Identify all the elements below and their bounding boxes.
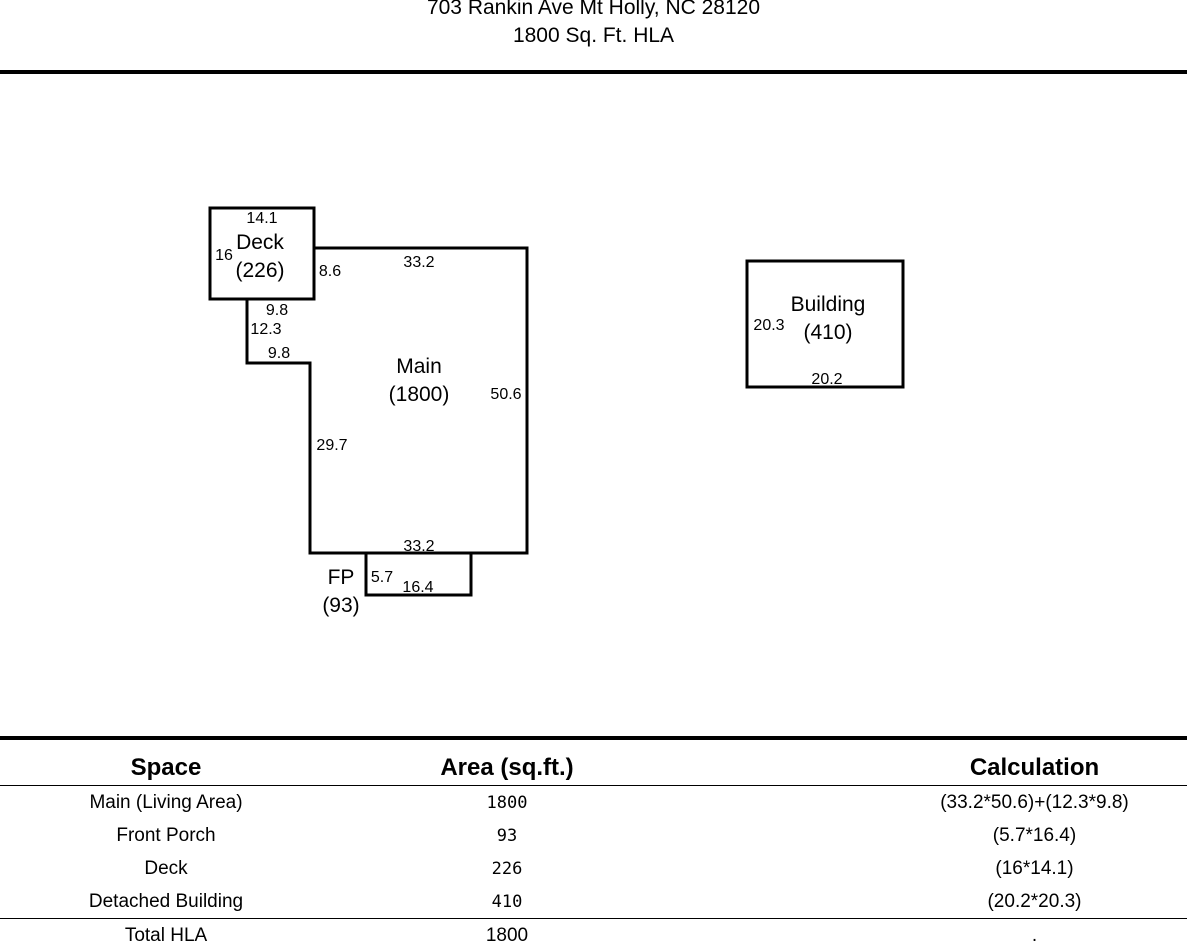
row-area: 1800 <box>332 786 682 820</box>
table-row: Deck 226 (16*14.1) <box>0 852 1187 885</box>
header: 703 Rankin Ave Mt Holly, NC 28120 1800 S… <box>0 0 1187 74</box>
deck-area: (226) <box>235 259 284 282</box>
front-porch-label: FP <box>328 566 355 589</box>
total-row: Total HLA 1800 . <box>0 919 1187 952</box>
area-table-container: Space Area (sq.ft.) Calculation Main (Li… <box>0 736 1187 952</box>
table-header-row: Space Area (sq.ft.) Calculation <box>0 740 1187 786</box>
deck-dim-left: 16 <box>215 247 233 264</box>
total-area: 1800 <box>332 919 682 952</box>
floor-plan: Main (1800) 33.2 50.6 33.2 29.7 9.8 12.3… <box>0 74 1187 736</box>
main-area: (1800) <box>389 383 450 406</box>
main-dim-notch-side: 12.3 <box>250 321 281 338</box>
main-dim-top: 33.2 <box>403 254 434 271</box>
row-space: Main (Living Area) <box>0 786 332 820</box>
header-spacer <box>682 740 882 786</box>
row-area: 93 <box>332 819 682 852</box>
row-space: Detached Building <box>0 885 332 919</box>
row-calculation: (16*14.1) <box>882 852 1187 885</box>
row-calculation: (20.2*20.3) <box>882 885 1187 919</box>
row-calculation: (5.7*16.4) <box>882 819 1187 852</box>
address: 703 Rankin Ave Mt Holly, NC 28120 <box>0 0 1187 22</box>
table-row: Front Porch 93 (5.7*16.4) <box>0 819 1187 852</box>
row-calculation: (33.2*50.6)+(12.3*9.8) <box>882 786 1187 820</box>
main-dim-bottom: 33.2 <box>403 538 434 555</box>
building-area: (410) <box>803 321 852 344</box>
main-label: Main <box>396 355 442 378</box>
main-dim-notch-top: 9.8 <box>266 302 288 319</box>
row-area: 410 <box>332 885 682 919</box>
main-dim-notch-bottom: 9.8 <box>268 345 290 362</box>
row-area: 226 <box>332 852 682 885</box>
main-dim-left: 29.7 <box>316 437 347 454</box>
main-dim-right: 50.6 <box>490 386 521 403</box>
table-row: Main (Living Area) 1800 (33.2*50.6)+(12.… <box>0 786 1187 820</box>
header-space: Space <box>0 740 332 786</box>
total-calculation: . <box>882 919 1187 952</box>
total-space: Total HLA <box>0 919 332 952</box>
header-area: Area (sq.ft.) <box>332 740 682 786</box>
front-porch-dim-bottom: 16.4 <box>402 579 433 596</box>
main-outline <box>247 248 527 553</box>
main-dim-upper-left: 8.6 <box>319 263 341 280</box>
row-space: Deck <box>0 852 332 885</box>
building-label: Building <box>791 293 866 316</box>
deck-label: Deck <box>236 231 284 254</box>
front-porch-dim-left: 5.7 <box>371 569 393 586</box>
building-dim-left: 20.3 <box>753 317 784 334</box>
hla-summary: 1800 Sq. Ft. HLA <box>0 22 1187 50</box>
deck-dim-top: 14.1 <box>246 210 277 227</box>
front-porch-area: (93) <box>322 594 359 617</box>
building-dim-bottom: 20.2 <box>811 371 842 388</box>
area-table: Space Area (sq.ft.) Calculation Main (Li… <box>0 740 1187 952</box>
row-space: Front Porch <box>0 819 332 852</box>
table-row: Detached Building 410 (20.2*20.3) <box>0 885 1187 919</box>
header-calculation: Calculation <box>882 740 1187 786</box>
